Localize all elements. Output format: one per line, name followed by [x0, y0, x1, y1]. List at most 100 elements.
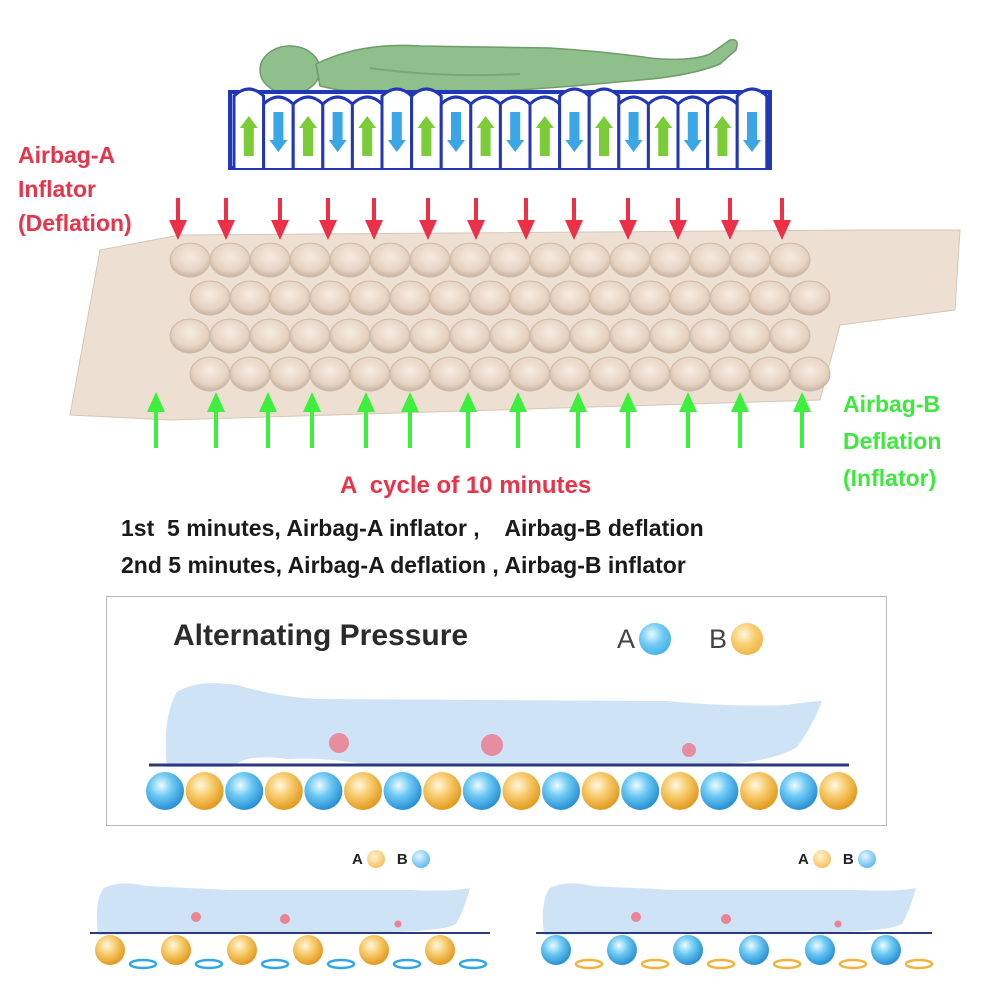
green-arrow-head — [303, 392, 321, 412]
body-silhouette — [542, 883, 916, 935]
air-bubble — [309, 280, 351, 316]
green-arrow-head — [259, 392, 277, 412]
air-bubble — [789, 280, 831, 316]
air-bubble — [229, 280, 271, 316]
air-bubble — [769, 242, 811, 278]
air-bubble — [549, 280, 591, 316]
legend-a-swatch — [639, 623, 672, 655]
red-arrow-head — [517, 220, 535, 240]
air-bubble — [789, 356, 831, 392]
airbag-b-cell — [423, 772, 462, 810]
green-up-arrow — [595, 116, 613, 156]
airbag-a-cell-inflated — [293, 935, 323, 965]
airbag-a-cell-inflated — [425, 935, 455, 965]
airbag-a-cell-inflated — [227, 935, 257, 965]
airbag-a-cell — [700, 772, 739, 810]
green-up-arrow — [417, 116, 436, 156]
air-bubble — [689, 318, 731, 354]
air-bubble — [329, 242, 371, 278]
blue-down-arrow — [387, 112, 406, 152]
cycle-title: A cycle of 10 minutes — [340, 472, 592, 499]
small-panel-left: A B — [80, 840, 500, 990]
air-bubble — [409, 242, 451, 278]
air-bubble — [209, 318, 251, 354]
airbag-a-cell — [304, 772, 343, 810]
airbag-a-cell — [146, 772, 184, 810]
air-bubble — [729, 242, 771, 278]
airbag-a-cell — [779, 772, 818, 810]
red-arrow-head — [467, 220, 485, 240]
air-bubble — [649, 318, 691, 354]
legend-a-label: A — [798, 850, 809, 868]
air-bubbles — [169, 242, 831, 392]
pressure-point — [329, 733, 349, 753]
red-arrow-head — [217, 220, 235, 240]
air-bubble — [689, 242, 731, 278]
airbag-b-cell-inflated — [871, 935, 901, 965]
air-bubble — [729, 318, 771, 354]
small-left-legend: A B — [352, 850, 430, 868]
blue-down-arrow — [328, 112, 347, 152]
airbag-a-cell — [225, 772, 264, 810]
airbag-b-cell-inflated — [541, 935, 571, 965]
airbag-b-cell-inflated — [739, 935, 769, 965]
green-up-arrow — [239, 116, 258, 156]
blue-down-arrow — [743, 112, 761, 152]
red-arrows-down — [169, 198, 791, 240]
air-bubble — [349, 280, 391, 316]
air-bubble — [649, 242, 691, 278]
airbag-b-cell-inflated — [607, 935, 637, 965]
air-bubble — [589, 356, 631, 392]
air-bubble — [169, 318, 211, 354]
alternating-pressure-panel: Alternating Pressure A B — [106, 596, 887, 826]
air-bubble — [749, 356, 791, 392]
air-bubble — [449, 318, 491, 354]
airbag-a-cell — [621, 772, 660, 810]
green-arrow-head — [207, 392, 225, 412]
legend-a-swatch — [812, 850, 831, 868]
green-arrow-head — [459, 392, 477, 412]
airbag-b-cell — [660, 772, 699, 810]
airbag-b-cell-deflated — [392, 958, 422, 970]
panel-legend: A B — [617, 623, 764, 655]
panel-air-cells — [146, 772, 858, 810]
green-arrow-head — [509, 392, 527, 412]
legend-a-label: A — [617, 623, 636, 654]
red-arrow-head — [419, 220, 437, 240]
legend-b-label: B — [842, 850, 854, 868]
blue-down-arrow — [506, 112, 525, 152]
airbag-a-cell-deflated — [640, 958, 670, 970]
air-bubble — [469, 280, 511, 316]
legend-b-swatch — [411, 850, 430, 868]
air-bubble — [629, 356, 671, 392]
air-bubble — [489, 318, 531, 354]
air-bubble — [609, 318, 651, 354]
green-arrow-head — [679, 392, 697, 412]
panel-body-diagram — [146, 683, 858, 810]
airbag-a-cell-deflated — [706, 958, 736, 970]
red-arrow-head — [669, 220, 687, 240]
air-bubble — [429, 280, 471, 316]
airbag-a-cell — [462, 772, 501, 810]
airbag-b-cell — [819, 772, 858, 810]
legend-b-swatch — [731, 623, 764, 655]
air-bubble — [509, 356, 551, 392]
airbag-a-cell-deflated — [838, 958, 868, 970]
air-bubble — [469, 356, 511, 392]
air-bubble — [189, 356, 231, 392]
air-bubble — [449, 242, 491, 278]
air-bubble — [589, 280, 631, 316]
airbag-a-cell-deflated — [772, 958, 802, 970]
air-bubble — [389, 356, 431, 392]
airbag-b-cell — [502, 772, 541, 810]
air-bubble — [569, 242, 611, 278]
air-bubble — [269, 280, 311, 316]
cycle-line-2: 2nd 5 minutes, Airbag-A deflation , Airb… — [121, 552, 686, 578]
air-bubble — [369, 318, 411, 354]
red-arrow-head — [619, 220, 637, 240]
green-arrow-head — [793, 392, 811, 412]
airbag-b-cell — [264, 772, 303, 810]
legend-b-swatch — [857, 850, 876, 868]
green-arrow-head — [147, 392, 165, 412]
legend-a-swatch — [366, 850, 385, 868]
